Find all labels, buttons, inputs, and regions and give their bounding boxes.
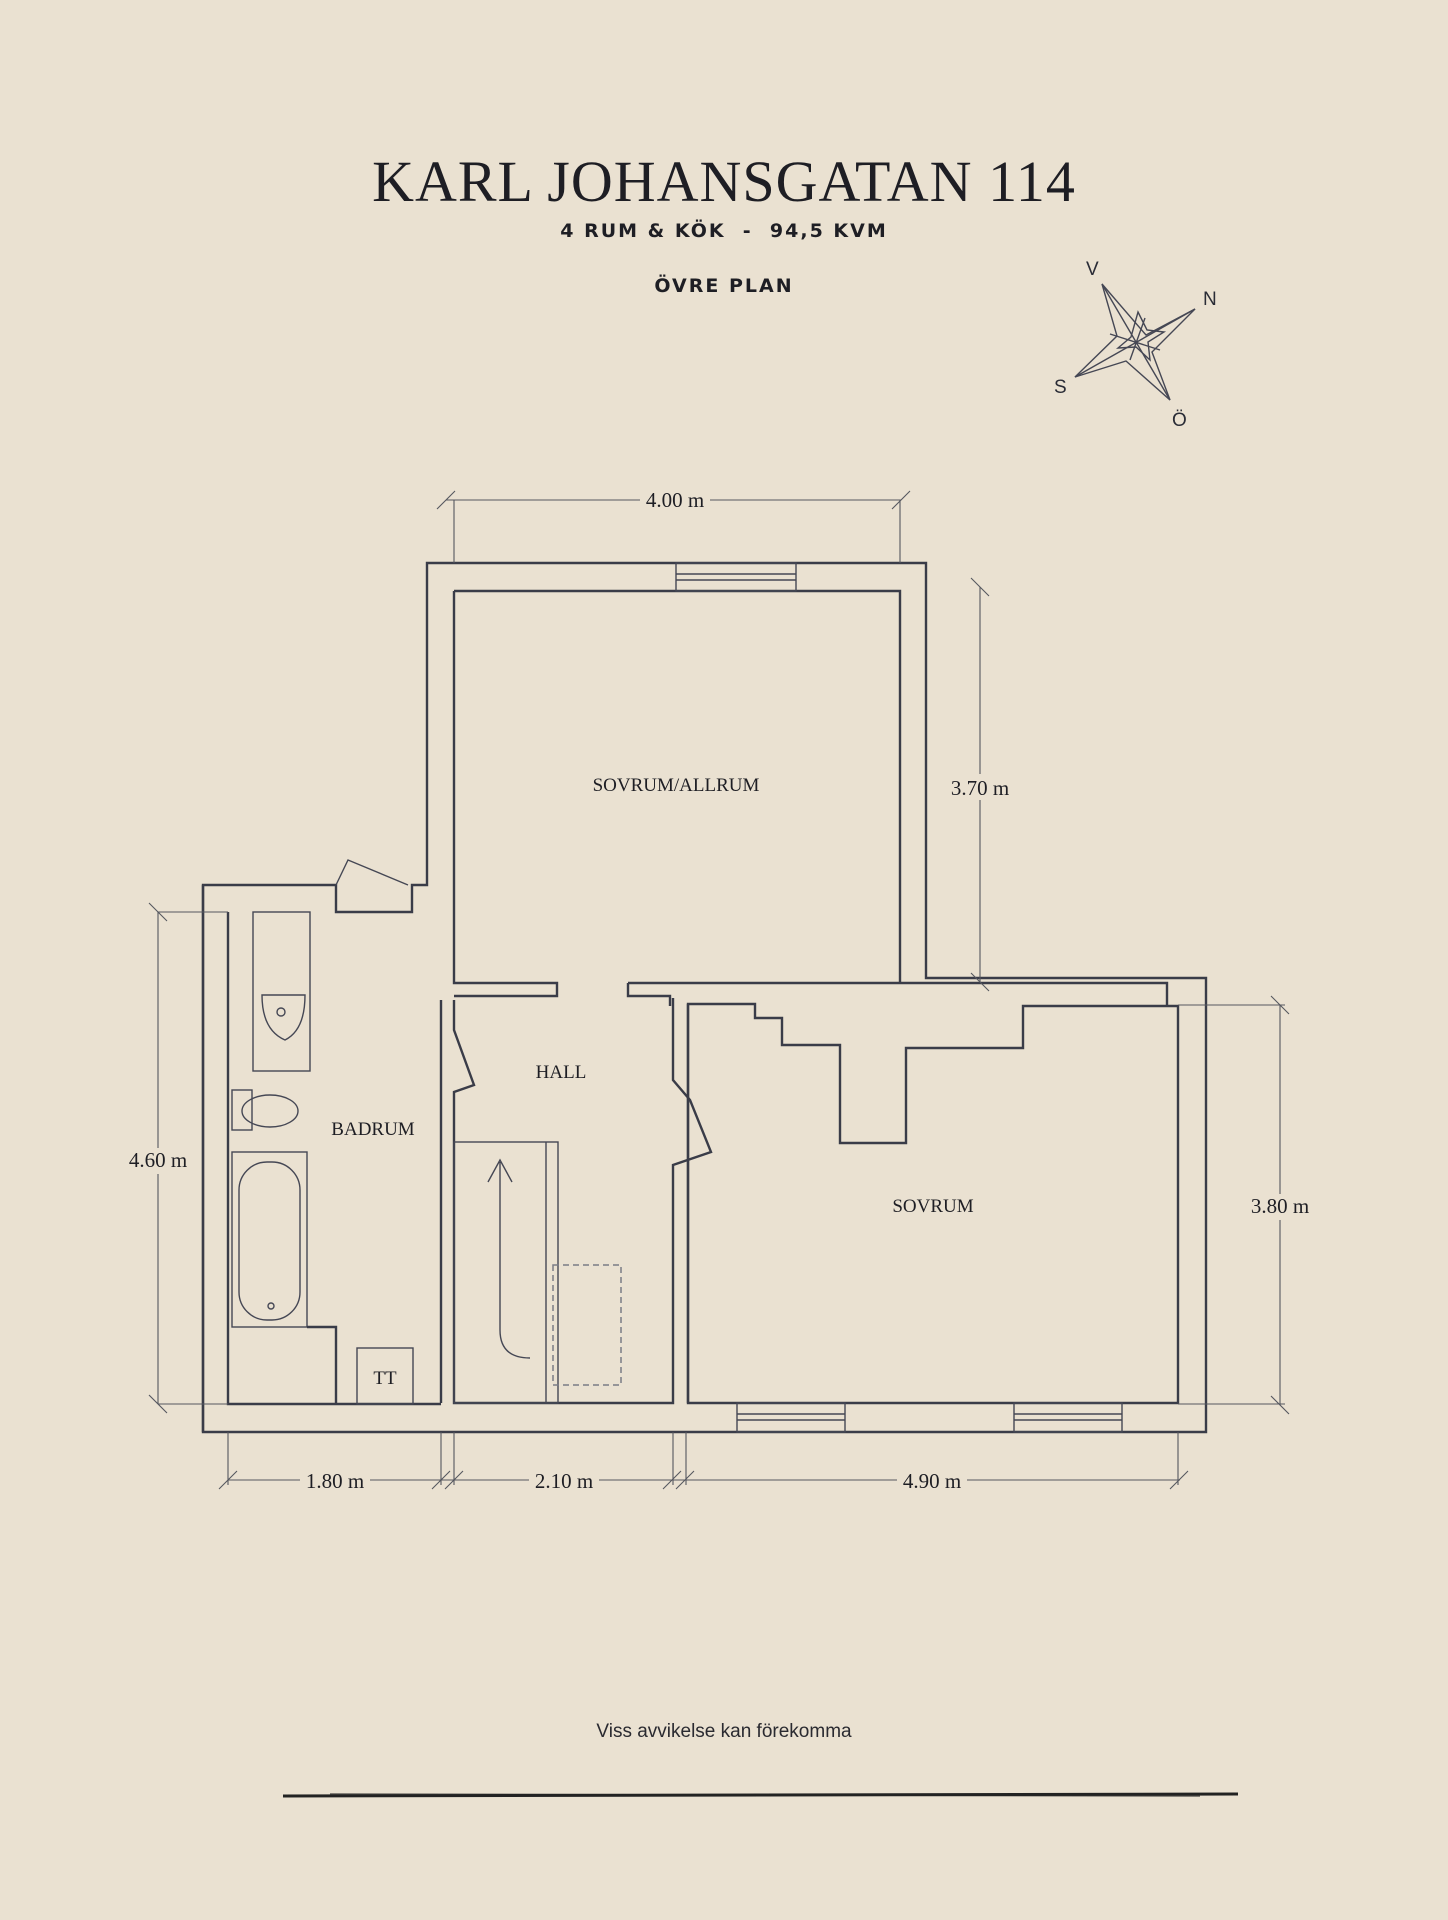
room-label-hall: HALL [536,1062,587,1083]
dimension-bottom-left: 1.80 m [306,1469,364,1493]
compass-rose-icon: V N S Ö [1054,259,1217,431]
dimension-left: 4.60 m [129,1148,187,1172]
dimension-lines [148,490,1290,1490]
page-title: KARL JOHANSGATAN 114 [372,149,1076,214]
compass-north-label: N [1203,289,1217,310]
dimension-right-upper: 3.70 m [951,776,1009,800]
dimension-bottom-right: 4.90 m [903,1469,961,1493]
dimension-bottom-mid: 2.10 m [535,1469,593,1493]
dimension-top: 4.00 m [646,488,704,512]
room-label-sovrum-allrum: SOVRUM/ALLRUM [593,775,760,796]
floor-level-label: ÖVRE PLAN [654,275,794,297]
room-label-tt: TT [373,1368,397,1389]
compass-south-label: S [1054,377,1067,398]
property-summary: 4 RUM & KÖK - 94,5 KVM [560,220,888,242]
room-label-badrum: BADRUM [331,1119,415,1140]
compass-west-label: V [1086,259,1099,280]
compass-east-label: Ö [1172,410,1187,431]
dimension-right-lower: 3.80 m [1251,1194,1309,1218]
walls [201,561,1208,1434]
room-label-sovrum: SOVRUM [892,1196,973,1217]
disclaimer-text: Viss avvikelse kan förekomma [596,1721,852,1742]
